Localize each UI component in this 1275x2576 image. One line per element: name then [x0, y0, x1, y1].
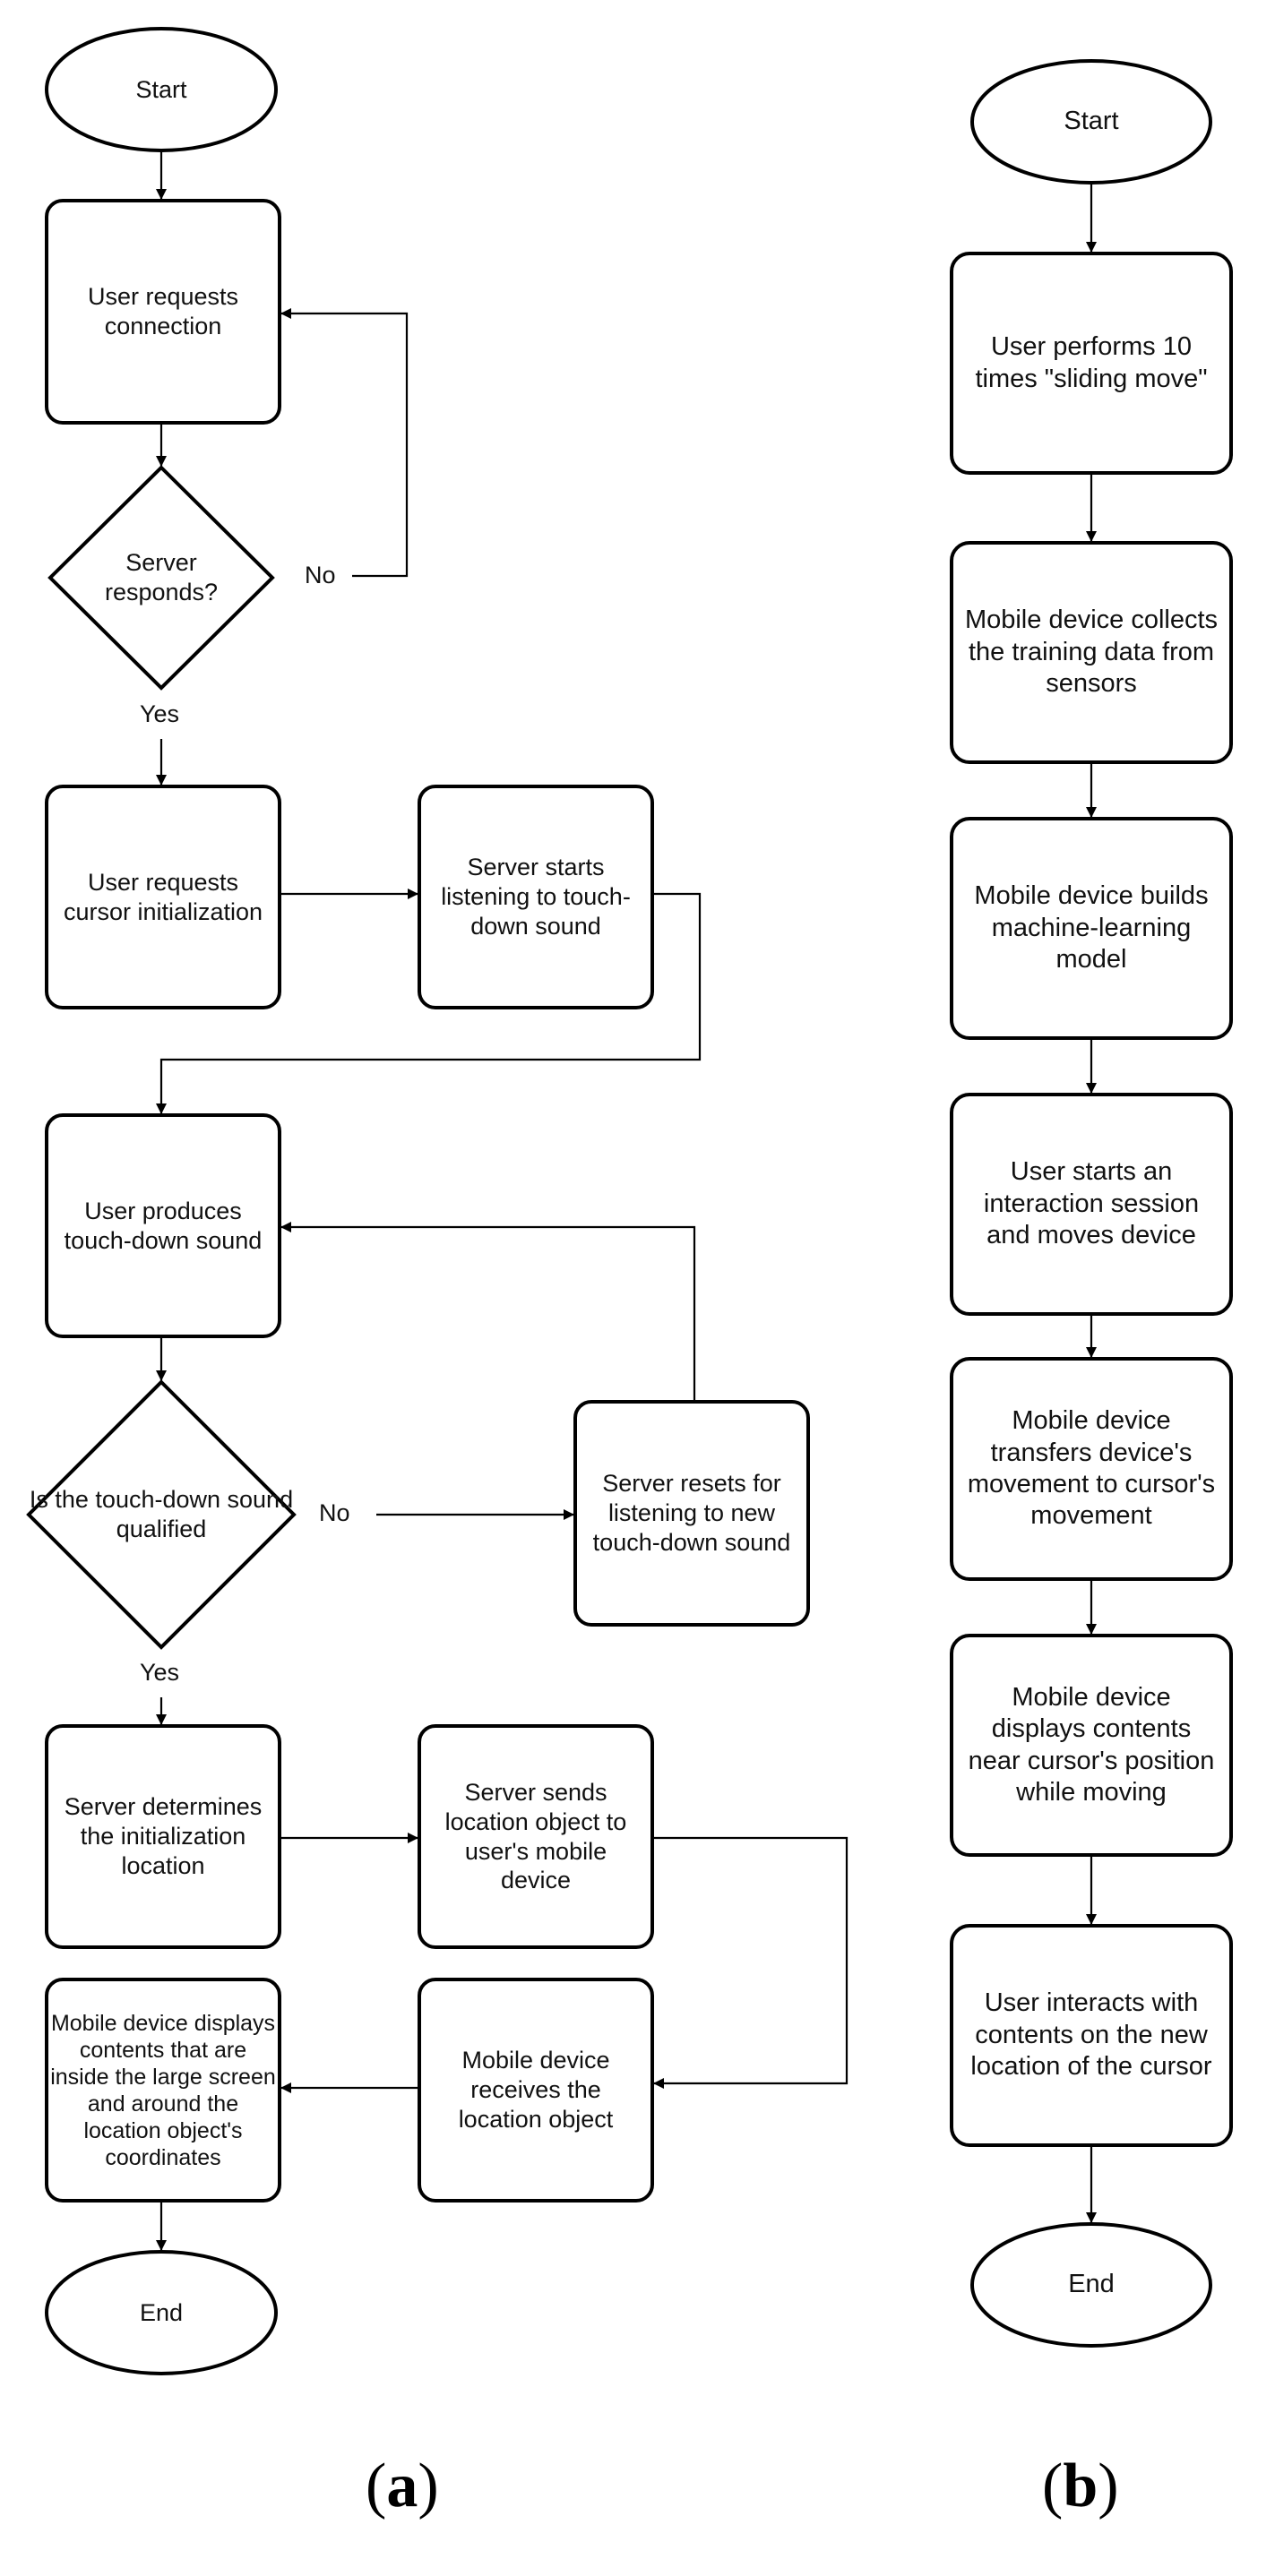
- b-end-shape: [970, 2222, 1212, 2348]
- caption-b-open: (: [1042, 2451, 1064, 2520]
- caption-a: (a): [366, 2451, 439, 2522]
- caption-a-letter: a: [386, 2451, 418, 2520]
- a-end-label: End: [139, 2298, 184, 2326]
- caption-a-close: ): [418, 2451, 439, 2520]
- a-edge-responds-no-loop: [280, 308, 409, 578]
- b-start-label: Start: [1064, 107, 1119, 136]
- caption-a-open: (: [366, 2451, 387, 2520]
- a-qualified-no-label: No: [319, 1499, 350, 1526]
- a-server-responds-shape: [47, 465, 275, 691]
- b-interact-label: User interacts with contents on the new …: [970, 1988, 1212, 2082]
- caption-b-letter: b: [1063, 2451, 1098, 2520]
- a-request-cursor-init-shape: [45, 785, 281, 1009]
- caption-b-close: ): [1098, 2451, 1119, 2520]
- a-edge-send-to-receive: [652, 1836, 849, 2089]
- a-display-contents-shape: [45, 1978, 281, 2202]
- a-server-resets-shape: [573, 1400, 810, 1627]
- a-qualified-yes-label: Yes: [140, 1659, 180, 1686]
- a-determine-location-shape: [45, 1724, 281, 1949]
- a-edge-resets-loop: [280, 1222, 696, 1402]
- a-request-connection-shape: [45, 199, 281, 425]
- a-start-label: Start: [135, 75, 187, 103]
- b-display-near-cursor-label: Mobile device displays contents near cur…: [968, 1682, 1215, 1807]
- a-produce-sound-shape: [45, 1113, 281, 1338]
- b-collect-data-label: Mobile device collects the training data…: [964, 605, 1219, 699]
- a-receive-location-shape: [418, 1978, 654, 2202]
- b-transfer-movement-label: Mobile device transfers device's movemen…: [967, 1406, 1216, 1531]
- a-sound-qualified-shape: [26, 1379, 297, 1650]
- b-end-label: End: [1068, 2270, 1115, 2299]
- a-request-cursor-init-label: User requests cursor initialization: [63, 868, 263, 925]
- a-server-listening-label: Server starts listening to touch-down so…: [441, 854, 631, 940]
- b-build-model-label: Mobile device builds machine-learning mo…: [974, 881, 1209, 975]
- a-request-connection-label: User requests connection: [87, 283, 239, 339]
- a-determine-location-label: Server determines the initialization loc…: [64, 1793, 263, 1879]
- a-sound-qualified-label: Is the touch-down sound qualified: [29, 1486, 294, 1542]
- a-server-listening-shape: [418, 785, 654, 1009]
- a-display-contents-label: Mobile device displays contents that are…: [50, 2010, 276, 2170]
- b-start-session-label: User starts an interaction session and m…: [983, 1157, 1200, 1250]
- a-send-location-label: Server sends location object to user's m…: [444, 1778, 627, 1894]
- caption-b: (b): [1042, 2451, 1119, 2522]
- a-end-shape: [45, 2250, 278, 2375]
- a-responds-yes-label: Yes: [140, 700, 180, 727]
- a-server-resets-label: Server resets for listening to new touch…: [592, 1470, 791, 1556]
- a-server-responds-label: Server responds?: [104, 549, 219, 605]
- a-produce-sound-label: User produces touch-down sound: [64, 1197, 263, 1254]
- a-send-location-shape: [418, 1724, 654, 1949]
- b-sliding-move-label: User performs 10 times "sliding move": [975, 332, 1208, 393]
- a-edge-listening-to-produce: [156, 892, 702, 1114]
- a-receive-location-label: Mobile device receives the location obje…: [458, 2047, 614, 2133]
- a-responds-no-label: No: [305, 562, 336, 588]
